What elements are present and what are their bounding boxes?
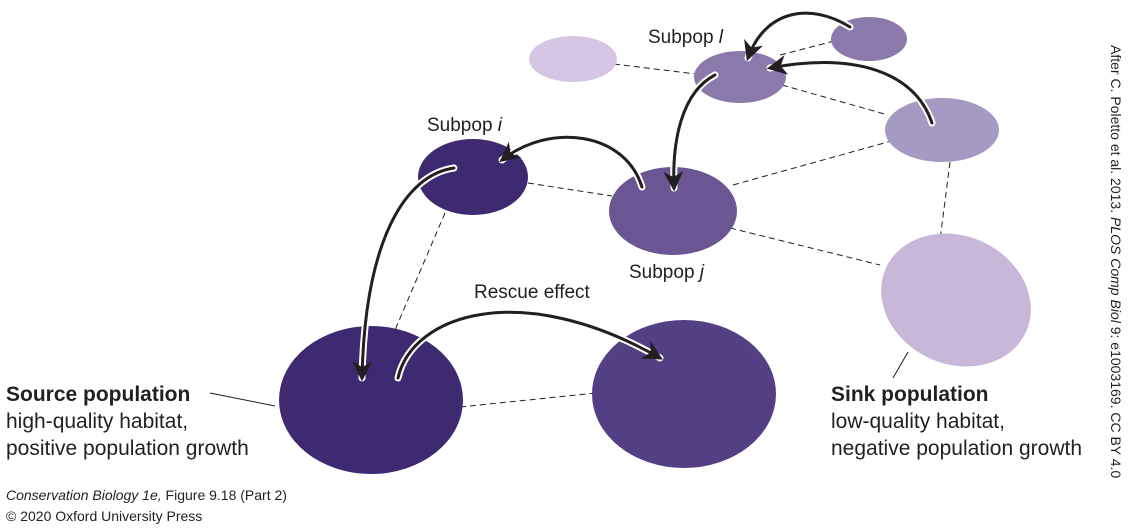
sink-line-2: negative population growth bbox=[831, 437, 1082, 460]
patch-top-left bbox=[529, 36, 617, 82]
patch-right bbox=[885, 98, 999, 162]
connection-line bbox=[394, 212, 446, 331]
sink-line-1: low-quality habitat, bbox=[831, 410, 1005, 433]
arrow-to-subpop-l bbox=[744, 11, 852, 62]
dispersal-arrows bbox=[352, 9, 936, 382]
label-subpop-j: Subpop j bbox=[629, 262, 705, 283]
source-line-1: high-quality habitat, bbox=[6, 410, 188, 433]
arrow-subpop-j-to-i bbox=[499, 135, 644, 189]
source-population-label: Source population high-quality habitat, … bbox=[6, 383, 249, 460]
connection-line bbox=[729, 227, 881, 266]
figure-caption-line-1: Conservation Biology 1e, Figure 9.18 (Pa… bbox=[6, 487, 287, 503]
connection-line bbox=[527, 182, 613, 197]
sink-population-label: Sink population low-quality habitat, neg… bbox=[831, 383, 1082, 460]
connection-line bbox=[459, 392, 597, 408]
source-line-2: positive population growth bbox=[6, 437, 249, 460]
source-leader-line bbox=[209, 392, 276, 407]
arrow-subpop-l-to-j bbox=[663, 73, 717, 192]
arrow-subpop-i-to-source bbox=[352, 166, 456, 382]
connection-line bbox=[779, 39, 839, 56]
habitat-connections bbox=[394, 39, 951, 408]
label-rescue-effect: Rescue effect bbox=[474, 282, 591, 303]
sink-title: Sink population bbox=[831, 383, 989, 406]
connection-line bbox=[613, 63, 697, 75]
patch-sink-population bbox=[881, 233, 1031, 367]
connection-line bbox=[781, 84, 889, 116]
patch-subpop-l bbox=[694, 51, 786, 103]
source-credit: After C. Poletto et al. 2013. PLOS Comp … bbox=[1108, 45, 1124, 478]
patch-rescued-population bbox=[592, 320, 776, 468]
connection-line bbox=[732, 139, 896, 186]
label-subpop-i: Subpop i bbox=[427, 115, 503, 136]
arrow-rescue-effect bbox=[396, 310, 663, 380]
figure-caption-copyright: © 2020 Oxford University Press bbox=[6, 508, 202, 524]
sink-leader-line bbox=[892, 351, 909, 379]
source-title: Source population bbox=[6, 383, 190, 406]
connection-line bbox=[939, 161, 951, 241]
patch-source-population bbox=[279, 326, 463, 474]
label-subpop-l: Subpop l bbox=[648, 27, 724, 48]
arrow-from-right-patch bbox=[766, 55, 934, 125]
